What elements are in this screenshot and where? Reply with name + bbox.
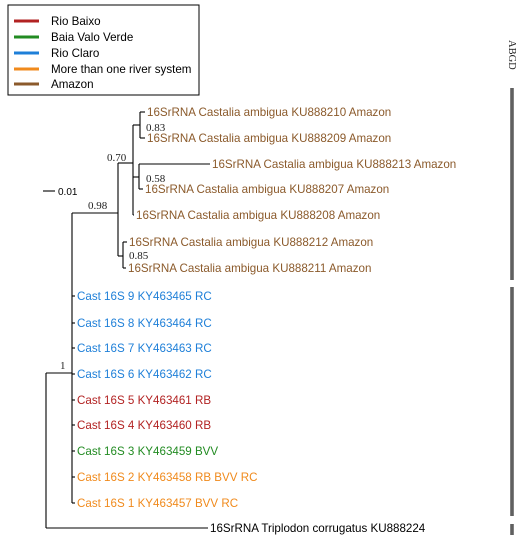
- tip-label-kU888210: 16SrRNA Castalia ambigua KU888210 Amazon: [147, 106, 391, 119]
- tip-label-kU888208: 16SrRNA Castalia ambigua KU888208 Amazon: [136, 209, 380, 222]
- support-value-pair-210-209: 0.83: [146, 122, 166, 134]
- tip-label-cast-5: Cast 16S 5 KY463461 RB: [77, 394, 211, 407]
- tip-label-kU888207: 16SrRNA Castalia ambigua KU888207 Amazon: [145, 183, 389, 196]
- support-value-ingroup: 1: [60, 360, 66, 372]
- support-value-upper-subclade: 0.70: [107, 152, 127, 164]
- legend: Rio Baixo Baia Valo Verde Rio Claro More…: [7, 4, 200, 96]
- tip-label-outgroup: 16SrRNA Triplodon corrugatus KU888224: [210, 522, 426, 535]
- tip-label-cast-7: Cast 16S 7 KY463463 RC: [77, 342, 212, 355]
- tip-label-kU888212: 16SrRNA Castalia ambigua KU888212 Amazon: [129, 236, 373, 249]
- support-value-pair-212-211: 0.85: [129, 250, 149, 262]
- legend-label-baia-valo-verde: Baia Valo Verde: [51, 31, 133, 44]
- tip-label-cast-4: Cast 16S 4 KY463460 RB: [77, 419, 211, 432]
- abgd-bars: ABGD: [506, 40, 517, 535]
- tip-label-kU888213: 16SrRNA Castalia ambigua KU888213 Amazon: [212, 158, 456, 171]
- support-values: 0.98 0.70 0.83 0.58 0.85 1: [60, 122, 166, 372]
- support-value-pair-213-207: 0.58: [146, 173, 166, 185]
- abgd-label: ABGD: [506, 40, 517, 70]
- legend-box: [7, 4, 200, 96]
- tip-label-cast-3: Cast 16S 3 KY463459 BVV: [77, 445, 218, 458]
- tip-label-kU888211: 16SrRNA Castalia ambigua KU888211 Amazon: [128, 262, 371, 275]
- legend-label-rio-claro: Rio Claro: [51, 47, 99, 60]
- tree-branches: [45, 111, 210, 529]
- support-value-amazon-clade: 0.98: [88, 200, 108, 212]
- tip-label-kU888209: 16SrRNA Castalia ambigua KU888209 Amazon: [147, 132, 391, 145]
- tip-label-cast-2: Cast 16S 2 KY463458 RB BVV RC: [77, 471, 257, 484]
- tip-label-cast-1: Cast 16S 1 KY463457 BVV RC: [77, 497, 238, 510]
- legend-label-multiple-rivers: More than one river system: [51, 63, 191, 76]
- legend-label-rio-baixo: Rio Baixo: [51, 15, 101, 28]
- scale-bar-label: 0.01: [58, 187, 78, 198]
- tip-labels: 16SrRNA Castalia ambigua KU888210 Amazon…: [77, 106, 456, 535]
- tip-label-cast-9: Cast 16S 9 KY463465 RC: [77, 290, 212, 303]
- legend-label-amazon: Amazon: [51, 78, 94, 91]
- tip-label-cast-6: Cast 16S 6 KY463462 RC: [77, 368, 212, 381]
- tip-label-cast-8: Cast 16S 8 KY463464 RC: [77, 317, 212, 330]
